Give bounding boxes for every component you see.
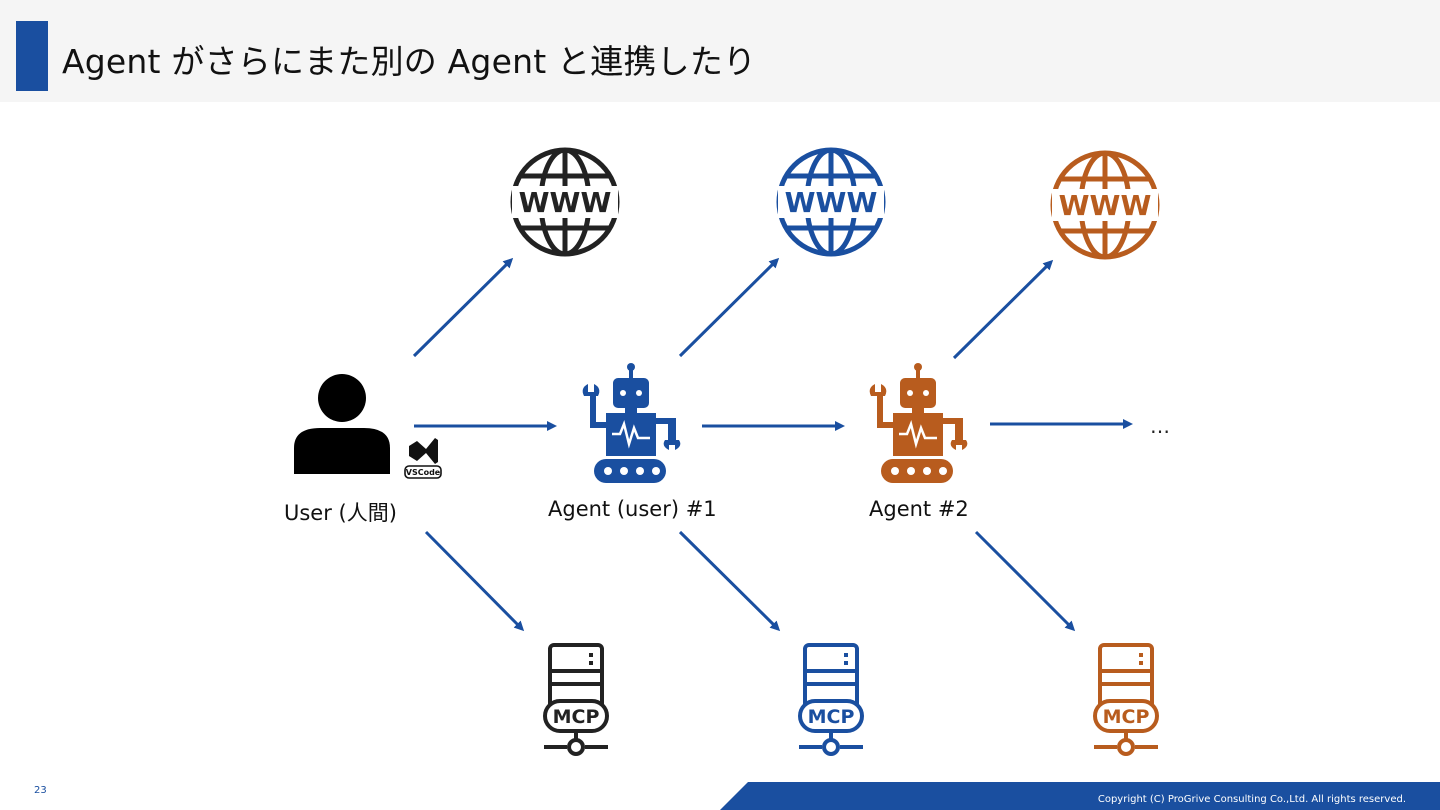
robot-icon	[582, 363, 681, 483]
globe-icon: WWW	[510, 147, 620, 257]
arrow-user-to-mcp	[424, 530, 525, 632]
arrow-agent1-to-mcp	[678, 530, 781, 632]
globe-icon: WWW	[1050, 150, 1160, 260]
footer-band	[720, 782, 1440, 810]
user-label: User (人間)	[284, 501, 397, 525]
vscode-icon: VSCode	[404, 438, 442, 479]
agent2-label: Agent #2	[869, 497, 969, 521]
arrows	[412, 257, 1133, 632]
slide-header	[0, 0, 1440, 102]
svg-text:WWW: WWW	[1059, 189, 1152, 222]
arrow-agent2-to-mcp	[974, 530, 1076, 632]
person-icon	[294, 374, 390, 474]
slide-title: Agent がさらにまた別の Agent と連携したり	[62, 42, 757, 81]
svg-text:WWW: WWW	[519, 186, 612, 219]
mcp-server-icon: MCP	[543, 643, 609, 756]
svg-text:WWW: WWW	[785, 186, 878, 219]
arrow-agent1-to-www	[678, 257, 780, 358]
arrow-user-to-www	[412, 257, 514, 358]
copyright-text: Copyright (C) ProGrive Consulting Co.,Lt…	[1097, 794, 1406, 805]
svg-text:MCP: MCP	[808, 706, 855, 728]
robot-icon	[869, 363, 968, 483]
arrow-agent2-to-www	[952, 259, 1054, 360]
page-number: 23	[34, 785, 47, 796]
mcp-server-icon: MCP	[798, 643, 864, 756]
agent1-label: Agent (user) #1	[548, 497, 717, 521]
svg-text:MCP: MCP	[1103, 706, 1150, 728]
continuation-ellipsis: …	[1150, 414, 1170, 438]
mcp-server-icon: MCP	[1093, 643, 1159, 756]
svg-text:VSCode: VSCode	[406, 468, 441, 477]
svg-text:MCP: MCP	[553, 706, 600, 728]
globe-icon: WWW	[776, 147, 886, 257]
header-accent-bar	[16, 21, 48, 91]
